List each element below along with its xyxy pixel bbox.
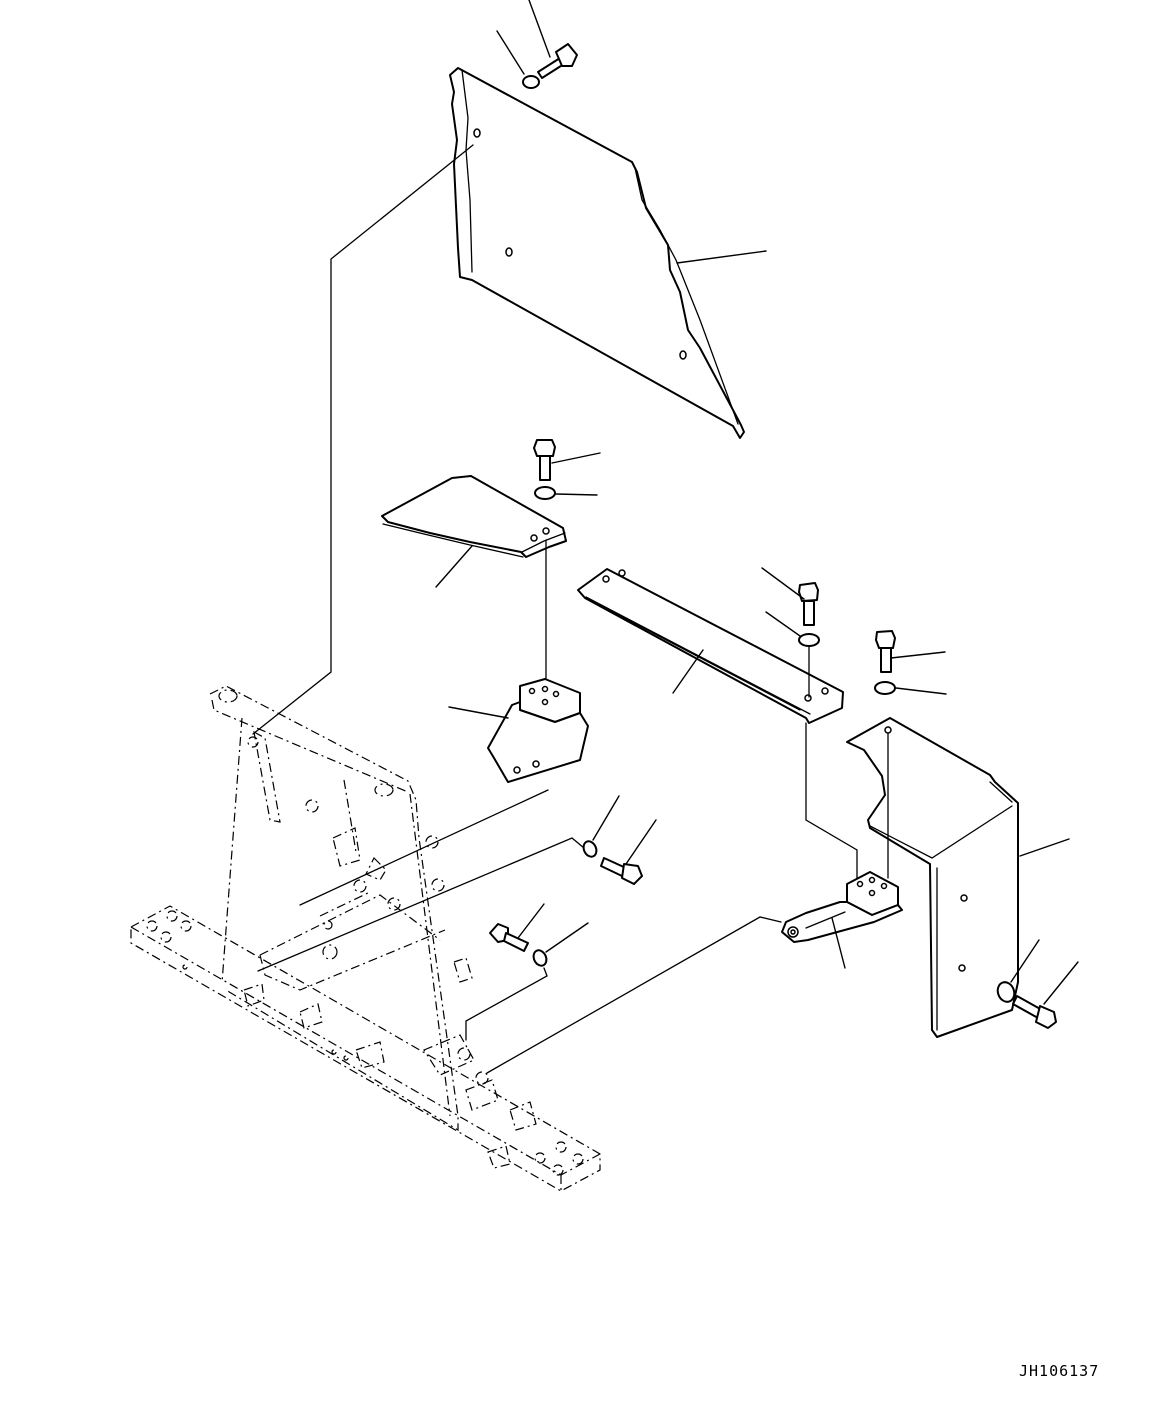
washer-right-cover bbox=[874, 681, 896, 695]
washer-small-plate bbox=[534, 486, 556, 500]
washer-middle-lower bbox=[532, 949, 548, 967]
link-bracket bbox=[781, 871, 903, 943]
bolt-right-cover bbox=[875, 630, 896, 673]
bolt-middle-upper bbox=[600, 857, 643, 885]
long-rail bbox=[577, 568, 844, 724]
washer-lower-right bbox=[996, 981, 1016, 1003]
washer-rail bbox=[798, 633, 820, 647]
top-washer bbox=[522, 75, 540, 89]
right-side-cover bbox=[846, 717, 1019, 1038]
bolt-lower-right bbox=[1012, 995, 1057, 1029]
washer-middle-upper bbox=[582, 840, 598, 858]
base-frame bbox=[130, 685, 601, 1192]
bolt-rail bbox=[798, 582, 819, 626]
bolt-middle-lower bbox=[489, 923, 529, 952]
top-bolt bbox=[537, 43, 578, 79]
bolt-small-plate bbox=[533, 439, 556, 481]
mount-bracket bbox=[487, 678, 589, 783]
small-cover-plate bbox=[381, 475, 567, 558]
top-cover-panel bbox=[449, 67, 745, 439]
drawing-code: JH106137 bbox=[1019, 1362, 1100, 1380]
